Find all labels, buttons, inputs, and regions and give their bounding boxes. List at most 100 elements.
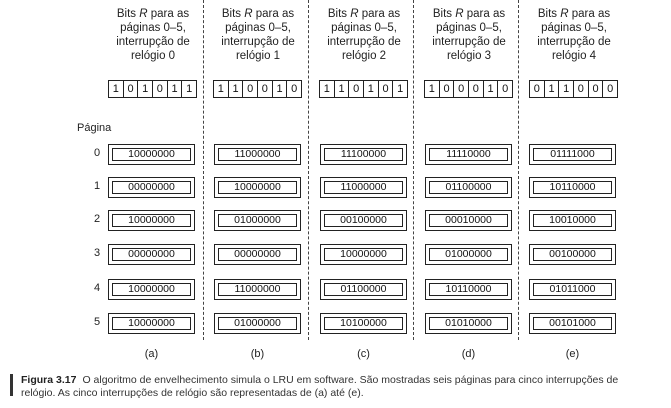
counter-cell-c-page-5: 10100000 <box>320 313 407 334</box>
counter-value: 01011000 <box>549 283 596 295</box>
r-bit: 1 <box>273 81 288 97</box>
header-line: relógio 3 <box>446 50 492 62</box>
header-text: para as <box>463 8 506 20</box>
counter-value: 11100000 <box>340 148 387 160</box>
counter-value: 01010000 <box>445 317 492 329</box>
counter-cell-d-page-3: 01000000 <box>425 244 512 265</box>
counter-value: 01000000 <box>445 248 492 260</box>
r-bit: 0 <box>469 81 484 97</box>
counter-cell-c-page-0: 11100000 <box>320 144 407 165</box>
caption-line-2: relógio. As cinco interrupções de relógi… <box>21 387 364 399</box>
counter-cell-d-page-0: 11110000 <box>425 144 512 165</box>
page-number-5: 5 <box>93 316 101 328</box>
header-line: relógio 0 <box>130 50 176 62</box>
r-bit: 0 <box>440 81 455 97</box>
r-bit: 0 <box>574 81 589 97</box>
counter-value: 00100000 <box>549 248 596 260</box>
header-bits-r: R <box>350 8 359 20</box>
counter-cell-b-page-0: 11000000 <box>214 144 301 165</box>
column-divider <box>413 0 414 340</box>
r-bit: 0 <box>454 81 470 97</box>
counter-cell-b-page-3: 00000000 <box>214 244 301 265</box>
counter-value: 01000000 <box>234 317 281 329</box>
header-bits-r: R <box>455 8 464 20</box>
header-line: interrupção de <box>537 36 611 48</box>
counter-cell-d-page-5: 01010000 <box>425 313 512 334</box>
counter-value: 10000000 <box>128 283 175 295</box>
counter-value: 11110000 <box>446 148 491 160</box>
counter-cell-e-page-5: 00101000 <box>529 313 616 334</box>
header-text: para as <box>147 8 190 20</box>
row-header-page: Página <box>77 122 112 134</box>
r-bit: 1 <box>397 83 404 95</box>
header-line: páginas 0–5, <box>331 22 397 34</box>
counter-cell-a-page-2: 10000000 <box>108 210 195 231</box>
r-bit: 1 <box>364 81 379 97</box>
counter-cell-a-page-0: 10000000 <box>108 144 195 165</box>
counter-cell-e-page-0: 01111000 <box>529 144 616 165</box>
counter-cell-b-page-5: 01000000 <box>214 313 301 334</box>
counter-cell-d-page-4: 10110000 <box>425 279 512 300</box>
header-line: páginas 0–5, <box>225 22 291 34</box>
header-text: Bits <box>327 8 351 20</box>
r-bit: 1 <box>229 81 244 97</box>
counter-value: 11000000 <box>340 181 387 193</box>
r-bit: 0 <box>258 81 273 97</box>
r-bit: 0 <box>349 81 365 97</box>
r-bit: 1 <box>320 81 335 97</box>
r-bit: 1 <box>168 81 183 97</box>
counter-value: 11000000 <box>234 283 281 295</box>
r-bit: 1 <box>109 81 124 97</box>
counter-cell-a-page-3: 00000000 <box>108 244 195 265</box>
counter-value: 10110000 <box>445 283 492 295</box>
counter-value: 10010000 <box>549 214 596 226</box>
counter-cell-d-page-2: 00010000 <box>425 210 512 231</box>
page-number-1: 1 <box>93 180 101 192</box>
r-bit: 1 <box>559 81 575 97</box>
counter-cell-a-page-5: 10000000 <box>108 313 195 334</box>
counter-cell-c-page-4: 01100000 <box>320 279 407 300</box>
header-line: relógio 4 <box>551 50 597 62</box>
column-label-c: (c) <box>357 348 370 360</box>
counter-value: 10000000 <box>128 317 175 329</box>
header-line: relógio 1 <box>235 50 281 62</box>
r-bit: 0 <box>153 81 168 97</box>
r-bit: 1 <box>484 81 499 97</box>
counter-value: 00100000 <box>340 214 387 226</box>
page-number-3: 3 <box>93 247 101 259</box>
counter-value: 01100000 <box>340 283 387 295</box>
r-bit: 1 <box>425 81 440 97</box>
header-bits-r: R <box>560 8 569 20</box>
counter-value: 01000000 <box>234 214 281 226</box>
page-number-2: 2 <box>93 213 101 225</box>
r-bit: 0 <box>124 81 139 97</box>
counter-value: 10110000 <box>549 181 596 193</box>
r-bit: 0 <box>530 81 545 97</box>
header-bits-r: R <box>244 8 253 20</box>
counter-value: 00010000 <box>445 214 492 226</box>
column-divider <box>203 0 204 340</box>
column-label-e: (e) <box>565 348 580 360</box>
r-bit: 1 <box>214 81 229 97</box>
header-line: interrupção de <box>327 36 401 48</box>
counter-cell-a-page-4: 10000000 <box>108 279 195 300</box>
column-label-d: (d) <box>461 348 476 360</box>
header-text: para as <box>252 8 295 20</box>
counter-value: 00000000 <box>128 248 175 260</box>
counter-value: 11000000 <box>234 148 281 160</box>
r-bit: 0 <box>589 81 604 97</box>
header-line: interrupção de <box>116 36 190 48</box>
counter-cell-d-page-1: 01100000 <box>425 177 512 198</box>
column-divider <box>308 0 309 340</box>
header-line: páginas 0–5, <box>436 22 502 34</box>
counter-cell-c-page-2: 00100000 <box>320 210 407 231</box>
r-bit: 0 <box>607 83 614 95</box>
